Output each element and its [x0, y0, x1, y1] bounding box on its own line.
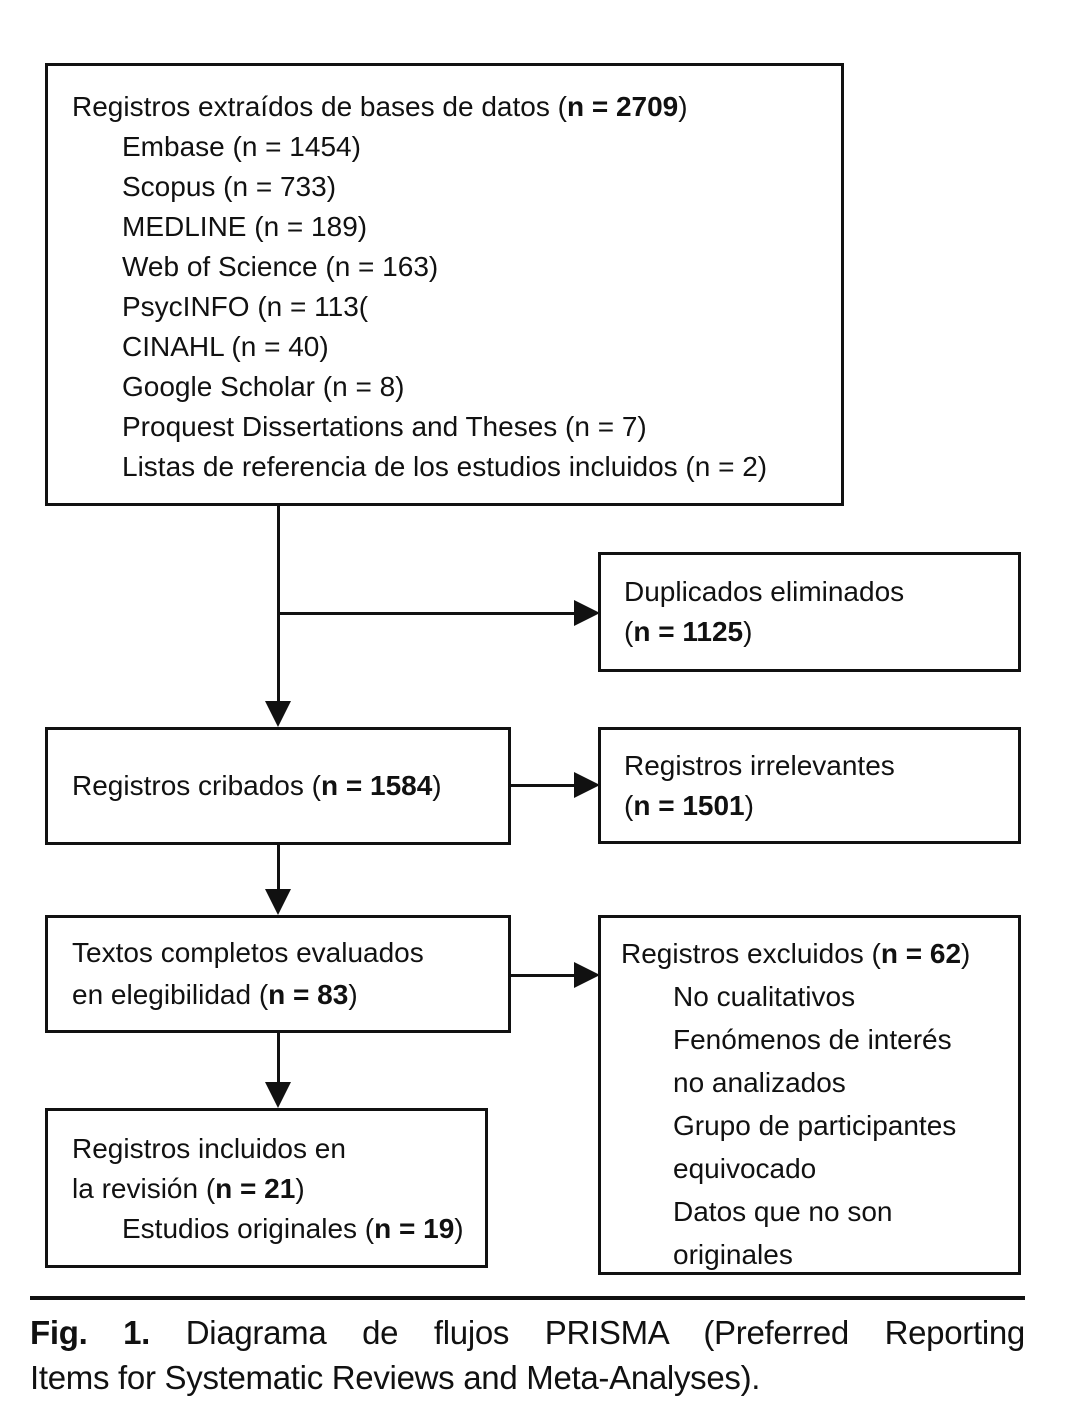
exclusion-reason-line: Datos que no son — [673, 1196, 893, 1227]
paren-open: ( — [624, 789, 634, 821]
connector-to-duplicates — [277, 612, 574, 615]
figure-label: Fig. 1. — [30, 1314, 151, 1351]
fulltext-count: n = 83 — [268, 979, 349, 1010]
irrelevant-line1: Registros irrelevantes — [624, 749, 895, 781]
title-pre: Registros extraídos de bases de datos ( — [72, 91, 567, 122]
box-records-included: Registros incluidos en la revisión (n = … — [45, 1108, 488, 1268]
exclusion-reason-line: equivocado — [673, 1153, 817, 1184]
exclusion-reason-line: Fenómenos de interés — [673, 1024, 952, 1055]
arrowhead-to-screened — [265, 701, 291, 727]
paren-close: ) — [744, 789, 754, 821]
connector-identified-down — [277, 505, 280, 703]
source-psycinfo: PsycINFO (n = 113( — [122, 291, 369, 322]
original-count: n = 19 — [374, 1213, 455, 1244]
exclusion-reason-line: no analizados — [673, 1067, 846, 1098]
source-proquest: Proquest Dissertations and Theses (n = 7… — [122, 411, 647, 442]
box-fulltext-assessed: Textos completos evaluados en elegibilid… — [45, 915, 511, 1033]
included-original-studies: Estudios originales (n = 19) — [122, 1209, 477, 1249]
box-records-irrelevant: Registros irrelevantes (n = 1501) — [598, 727, 1021, 844]
fulltext-line2: en elegibilidad (n = 83) — [72, 974, 508, 1016]
title-post: ) — [678, 91, 688, 122]
excluded-pre: Registros excluidos ( — [621, 938, 881, 969]
paren-close: ) — [348, 979, 358, 1010]
exclusion-reason-line: Grupo de participantes — [673, 1110, 957, 1141]
exclusion-reason-line: No cualitativos — [673, 981, 856, 1012]
box-records-identified: Registros extraídos de bases de datos (n… — [45, 63, 844, 506]
source-embase: Embase (n = 1454) — [122, 131, 361, 162]
included-line2: la revisión (n = 21) — [72, 1169, 477, 1209]
arrowhead-to-included — [265, 1082, 291, 1108]
caption-line-1: Fig. 1. Diagrama de flujos PRISMA (Prefe… — [30, 1310, 1025, 1355]
connector-fulltext-down — [277, 1033, 280, 1083]
caption-text-1: Diagrama de flujos PRISMA (Preferred Rep… — [185, 1314, 1026, 1351]
included-pre: la revisión ( — [72, 1173, 216, 1204]
excluded-count: n = 62 — [880, 938, 962, 969]
source-reference-lists: Listas de referencia de los estudios inc… — [122, 451, 768, 482]
box-records-excluded: Registros excluidos (n = 62) No cualitat… — [598, 915, 1021, 1275]
source-google-scholar: Google Scholar (n = 8) — [122, 371, 405, 402]
connector-to-excluded — [511, 974, 574, 977]
paren-close: ) — [961, 938, 971, 969]
duplicates-line1: Duplicados eliminados — [624, 576, 905, 607]
fulltext-pre: en elegibilidad ( — [72, 979, 269, 1010]
screened-count: n = 1584 — [320, 770, 433, 801]
screened-pre: Registros cribados ( — [72, 770, 321, 801]
box-records-screened: Registros cribados (n = 1584) — [45, 727, 511, 845]
duplicates-count: n = 1125 — [633, 616, 744, 647]
included-line1: Registros incluidos en — [72, 1133, 346, 1164]
paren-close: ) — [743, 616, 753, 647]
source-web-of-science: Web of Science (n = 163) — [122, 251, 439, 282]
box-duplicates-removed: Duplicados eliminados (n = 1125) — [598, 552, 1021, 672]
figure-caption: Fig. 1. Diagrama de flujos PRISMA (Prefe… — [30, 1310, 1025, 1400]
duplicates-line2: (n = 1125) — [624, 612, 1018, 652]
connector-screened-down — [277, 845, 280, 891]
source-scopus: Scopus (n = 733) — [122, 171, 337, 202]
source-cinahl: CINAHL (n = 40) — [122, 331, 329, 362]
connector-to-irrelevant — [511, 784, 574, 787]
screened-label: Registros cribados (n = 1584) — [72, 770, 442, 802]
excluded-title: Registros excluidos (n = 62) — [621, 932, 1008, 975]
paren-close: ) — [454, 1213, 464, 1244]
source-medline: MEDLINE (n = 189) — [122, 211, 368, 242]
records-identified-title: Registros extraídos de bases de datos (n… — [72, 87, 827, 127]
exclusion-reason-line: originales — [673, 1239, 793, 1270]
arrowhead-to-duplicates — [574, 600, 600, 626]
irrelevant-count: n = 1501 — [633, 789, 745, 821]
arrowhead-to-irrelevant — [574, 772, 600, 798]
paren-open: ( — [624, 616, 634, 647]
screened-post: ) — [432, 770, 442, 801]
included-count: n = 21 — [215, 1173, 296, 1204]
caption-line-2: Items for Systematic Reviews and Meta-An… — [30, 1359, 761, 1396]
paren-close: ) — [295, 1173, 305, 1204]
irrelevant-line2: (n = 1501) — [624, 786, 1018, 826]
arrowhead-to-excluded — [574, 962, 600, 988]
fulltext-line1: Textos completos evaluados — [72, 937, 424, 968]
original-pre: Estudios originales ( — [122, 1213, 375, 1244]
arrowhead-to-fulltext — [265, 889, 291, 915]
caption-divider — [30, 1296, 1025, 1300]
title-count: n = 2709 — [566, 91, 679, 122]
